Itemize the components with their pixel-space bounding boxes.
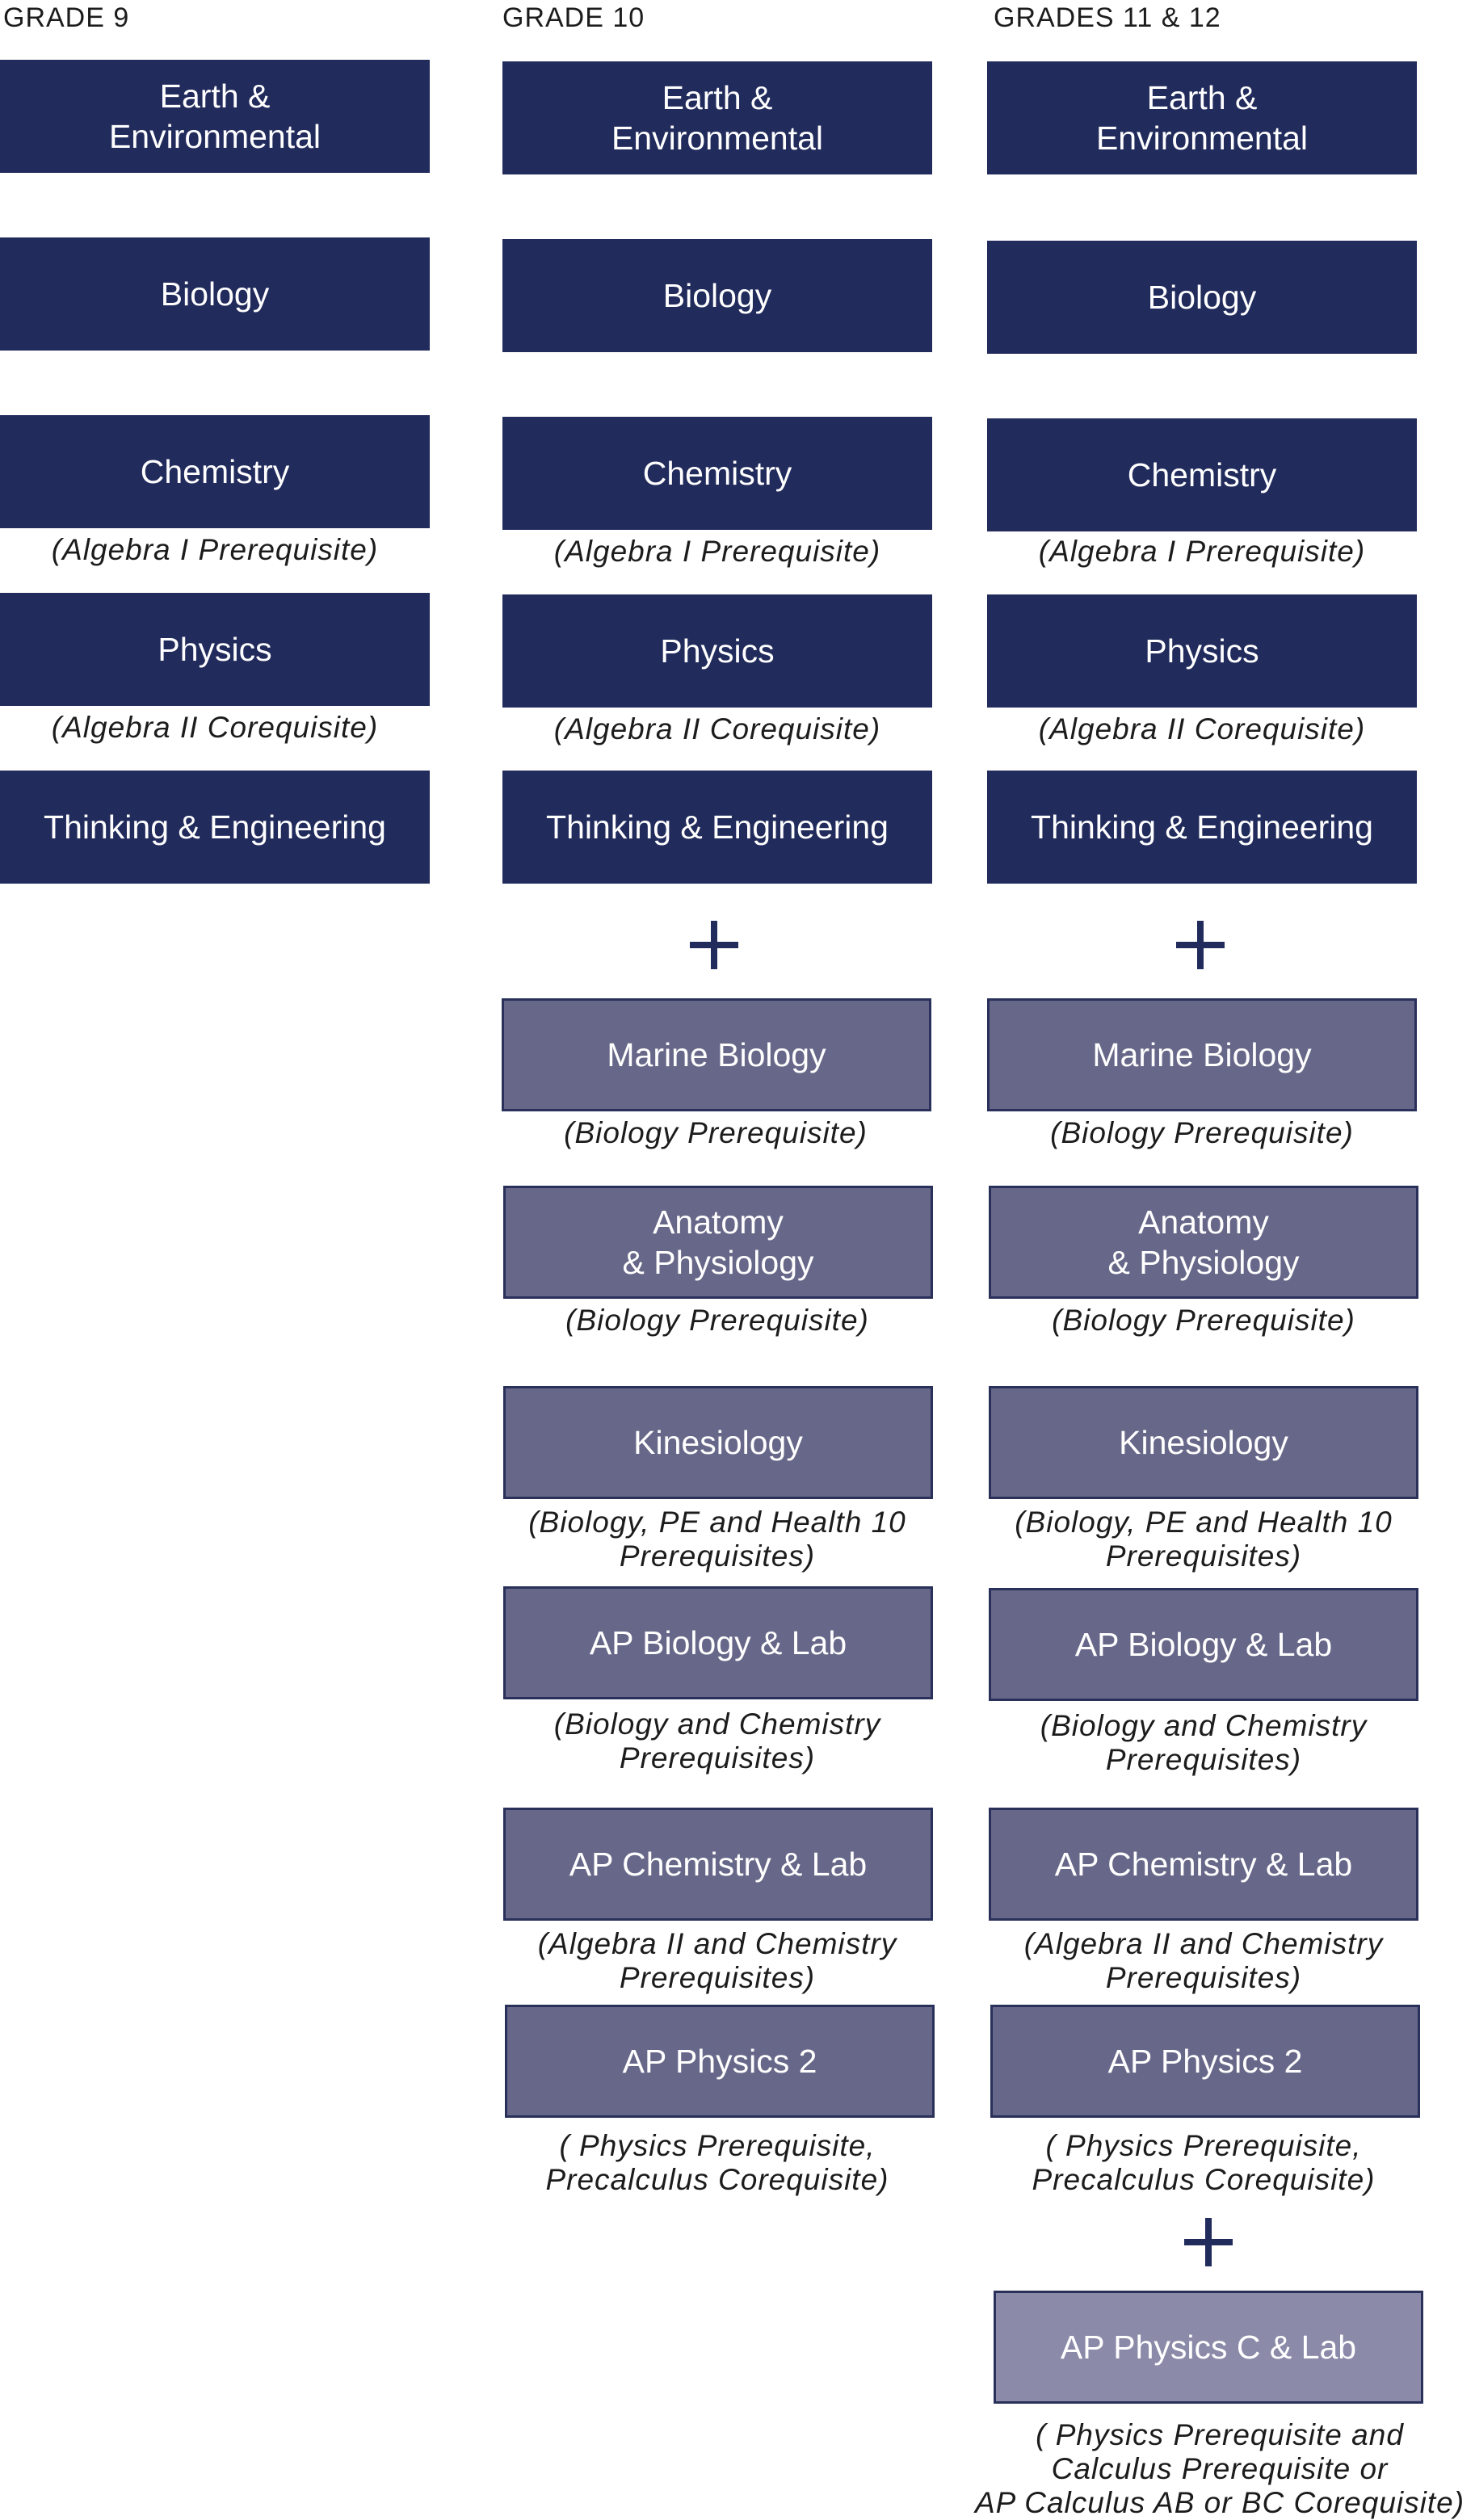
g10-chemistry-note: (Algebra I Prerequisite) <box>553 535 881 568</box>
g1112-plus-icon-2 <box>1184 2218 1233 2266</box>
g1112-chemistry: Chemistry <box>987 418 1417 531</box>
g1112-ap-physics-2-note: ( Physics Prerequisite, Precalculus Core… <box>1032 2129 1376 2196</box>
g1112-marine-note: (Biology Prerequisite) <box>1050 1116 1354 1149</box>
g1112-kinesiology: Kinesiology <box>989 1386 1418 1499</box>
g1112-ap-chemistry: AP Chemistry & Lab <box>989 1808 1418 1921</box>
g10-anatomy-physiology: Anatomy & Physiology <box>503 1186 933 1299</box>
g9-earth-environmental: Earth & Environmental <box>0 60 430 173</box>
g9-physics: Physics <box>0 593 430 706</box>
g10-ap-biology-note: (Biology and Chemistry Prerequisites) <box>553 1707 881 1774</box>
g1112-earth-environmental: Earth & Environmental <box>987 61 1417 174</box>
g10-ap-biology: AP Biology & Lab <box>503 1586 933 1699</box>
g10-kinesiology: Kinesiology <box>503 1386 933 1499</box>
g1112-plus-icon <box>1176 921 1225 969</box>
g1112-ap-biology-note: (Biology and Chemistry Prerequisites) <box>1040 1709 1368 1776</box>
g10-physics-note: (Algebra II Corequisite) <box>553 712 881 746</box>
g10-thinking-engineering: Thinking & Engineering <box>502 771 932 884</box>
g10-ap-chemistry: AP Chemistry & Lab <box>503 1808 933 1921</box>
g10-marine-note: (Biology Prerequisite) <box>564 1116 868 1149</box>
g10-ap-physics-2: AP Physics 2 <box>505 2005 935 2118</box>
g1112-biology: Biology <box>987 241 1417 354</box>
g9-biology: Biology <box>0 237 430 351</box>
g1112-thinking-engineering: Thinking & Engineering <box>987 771 1417 884</box>
g1112-ap-physics-2: AP Physics 2 <box>990 2005 1420 2118</box>
g1112-physics-note: (Algebra II Corequisite) <box>1038 712 1366 746</box>
header-grade-10: GRADE 10 <box>502 2 645 33</box>
g1112-kinesiology-note: (Biology, PE and Health 10 Prerequisites… <box>1015 1506 1393 1573</box>
g10-anatomy-note: (Biology Prerequisite) <box>565 1304 869 1337</box>
g10-biology: Biology <box>502 239 932 352</box>
g1112-anatomy-note: (Biology Prerequisite) <box>1052 1304 1355 1337</box>
g10-ap-chemistry-note: (Algebra II and Chemistry Prerequisites) <box>537 1927 897 1994</box>
g1112-ap-physics-c: AP Physics C & Lab <box>994 2291 1423 2404</box>
g1112-physics: Physics <box>987 594 1417 708</box>
g9-physics-note: (Algebra II Corequisite) <box>51 711 379 744</box>
g10-earth-environmental: Earth & Environmental <box>502 61 932 174</box>
g9-thinking-engineering: Thinking & Engineering <box>0 771 430 884</box>
g10-kinesiology-note: (Biology, PE and Health 10 Prerequisites… <box>528 1506 906 1573</box>
g9-chemistry-note: (Algebra I Prerequisite) <box>51 533 379 566</box>
g1112-chemistry-note: (Algebra I Prerequisite) <box>1038 535 1366 568</box>
g10-plus-icon <box>690 921 738 969</box>
g10-marine-biology: Marine Biology <box>502 998 931 1111</box>
header-grade-9: GRADE 9 <box>3 2 130 33</box>
g1112-ap-biology: AP Biology & Lab <box>989 1588 1418 1701</box>
g1112-ap-physics-c-note: ( Physics Prerequisite and Calculus Prer… <box>974 2418 1465 2519</box>
g1112-ap-chemistry-note: (Algebra II and Chemistry Prerequisites) <box>1023 1927 1384 1994</box>
g1112-marine-biology: Marine Biology <box>987 998 1417 1111</box>
g10-physics: Physics <box>502 594 932 708</box>
g10-ap-physics-2-note: ( Physics Prerequisite, Precalculus Core… <box>545 2129 889 2196</box>
g9-chemistry: Chemistry <box>0 415 430 528</box>
g10-chemistry: Chemistry <box>502 417 932 530</box>
g1112-anatomy-physiology: Anatomy & Physiology <box>989 1186 1418 1299</box>
header-grades-11-12: GRADES 11 & 12 <box>994 2 1221 33</box>
